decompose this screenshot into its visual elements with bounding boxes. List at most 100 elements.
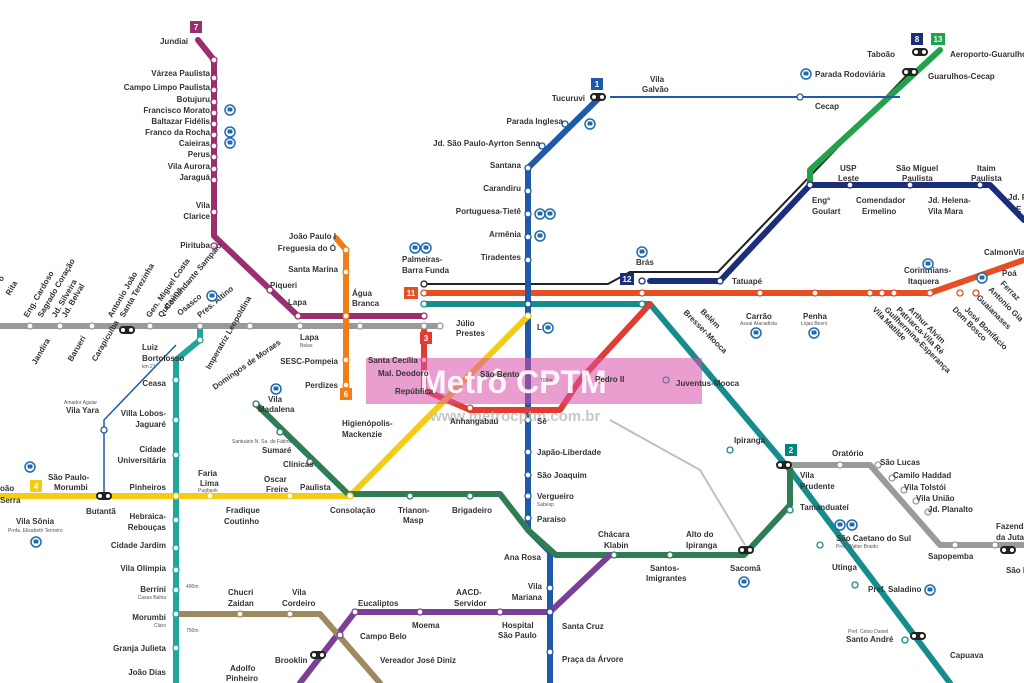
station-dot (286, 492, 294, 500)
line-badge-number: 4 (34, 482, 39, 491)
station-dot (524, 448, 532, 456)
station-sao-lucas: São Lucas (880, 458, 921, 467)
station-usp-leste-2: Leste (838, 174, 859, 183)
watermark-url: www.metrocptm.com.br (429, 408, 600, 425)
station-sao-caetano-sub: Prof. Walter Braido (836, 544, 878, 550)
station-dot (172, 516, 180, 524)
station-dot (906, 181, 914, 189)
station-berrini-sub: Casas Bahia (138, 595, 167, 601)
station-sapopemba: Sapopemba (928, 552, 974, 561)
station-dot (236, 610, 244, 618)
interchange-marker-dot (121, 328, 125, 332)
station-sao-miguel-1: São Miguel (896, 164, 938, 173)
station-faria-1: Faria (198, 469, 218, 478)
station-dot (524, 300, 532, 308)
station-dot (276, 428, 284, 436)
station-santa-cruz: Santa Cruz (562, 622, 604, 631)
station-parada-rodoviaria: Parada Rodoviária (815, 70, 886, 79)
station-parada-inglesa: Parada Inglesa (507, 117, 564, 126)
station-ipiranga: Ipiranga (734, 436, 766, 445)
station-usp-leste-1: USP (840, 164, 857, 173)
station-vereador: Vereador José Diniz (380, 656, 456, 665)
station-dot (900, 486, 908, 494)
interchange-marker-dot (592, 95, 596, 99)
interchange-marker-dot (914, 50, 918, 54)
station-dot (210, 56, 218, 64)
station-ana-rosa: Ana Rosa (504, 553, 541, 562)
station-dot (342, 312, 350, 320)
station-portuguesa: Portuguesa-Tietê (456, 207, 522, 216)
station-taboao: Taboão (867, 50, 895, 59)
station-dot (546, 648, 554, 656)
line-black-route (424, 71, 911, 285)
station-dot (252, 400, 260, 408)
interchange-marker-dot (912, 70, 916, 74)
station-carrao-sub: Assaí Atacadista (740, 321, 777, 327)
station-dot (874, 461, 882, 469)
station-aacd-2: Servidor (454, 599, 486, 608)
station-jd-r: Jd. R (1008, 193, 1024, 202)
interchange-marker-dot (106, 494, 110, 498)
station-dot (926, 289, 934, 297)
station-dot (756, 289, 764, 297)
station-dot (172, 644, 180, 652)
station-dot (342, 246, 350, 254)
station-cidade-jardim: Cidade Jardim (111, 541, 166, 550)
station-dot (406, 492, 414, 500)
station-itapevi-cut: o (0, 274, 6, 283)
station-oscar-1: Oscar (264, 475, 287, 484)
station-dot (972, 289, 980, 297)
station-lapa: Lapa (288, 298, 307, 307)
line-17-route (173, 611, 383, 683)
station-japao: Japão-Liberdade (537, 448, 602, 457)
bus-icon (800, 68, 812, 80)
station-carandiru: Carandiru (483, 184, 521, 193)
line-10-route (421, 301, 953, 683)
station-dot (210, 120, 218, 128)
station-dot (436, 322, 444, 330)
station-sao-paulo-morumbi-2: Morumbi (54, 483, 88, 492)
station-anhangabau: Anhangabaú (450, 417, 499, 426)
line-13-route (807, 47, 943, 188)
station-comendador-2: Ermelino (862, 207, 896, 216)
bus-icon (542, 322, 554, 334)
station-itaim-2: Paulista (971, 174, 1002, 183)
station-dot (806, 181, 814, 189)
line-badge-1: 1 (591, 78, 603, 90)
station-luiz-sub: km 21 (142, 364, 156, 370)
station-dot (561, 120, 569, 128)
station-amador-sub: Amador Aguiar (64, 400, 97, 406)
station-adolfo-1: Adolfo (230, 664, 255, 673)
bus-icon (976, 272, 988, 284)
line-7-route (195, 37, 427, 319)
station-granja-julieta: Granja Julieta (113, 644, 166, 653)
station-butanta: Butantã (86, 507, 116, 516)
station-julio-2: Prestes (456, 329, 485, 338)
line-badge-bg (911, 33, 923, 45)
station-dot (716, 277, 724, 285)
station-dot (210, 74, 218, 82)
station-dot (638, 300, 646, 308)
station-dot (956, 289, 964, 297)
station-dot (796, 93, 804, 101)
station-dot (100, 426, 108, 434)
line-badge-number: 7 (194, 23, 199, 32)
station-dot (420, 322, 428, 330)
station-santos-1: Santos- (650, 564, 680, 573)
line-badge-8: 8 (911, 33, 923, 45)
station-clinicas: Clínicas (283, 460, 314, 469)
station-adolfo-2: Pinheiro (226, 674, 258, 683)
interchange-marker-dot (920, 634, 924, 638)
station-perdizes: Perdizes (305, 381, 338, 390)
station-dot (346, 492, 354, 500)
station-jd-helena-1: Jd. Helena- (928, 196, 971, 205)
station-vila-clarice-1: Vila (196, 201, 211, 210)
interchange-marker-dot (922, 50, 926, 54)
line-5-route (297, 552, 613, 683)
station-corinthians-2: Itaquera (908, 277, 940, 286)
bus-icon (420, 242, 432, 254)
station-vila-mariana-2: Mariana (512, 593, 543, 602)
station-vila-galvao-1: Vila (650, 75, 665, 84)
station-piqueri: Piqueri (270, 281, 297, 290)
station-mal-deodoro: Mal. Deodoro (378, 369, 429, 378)
